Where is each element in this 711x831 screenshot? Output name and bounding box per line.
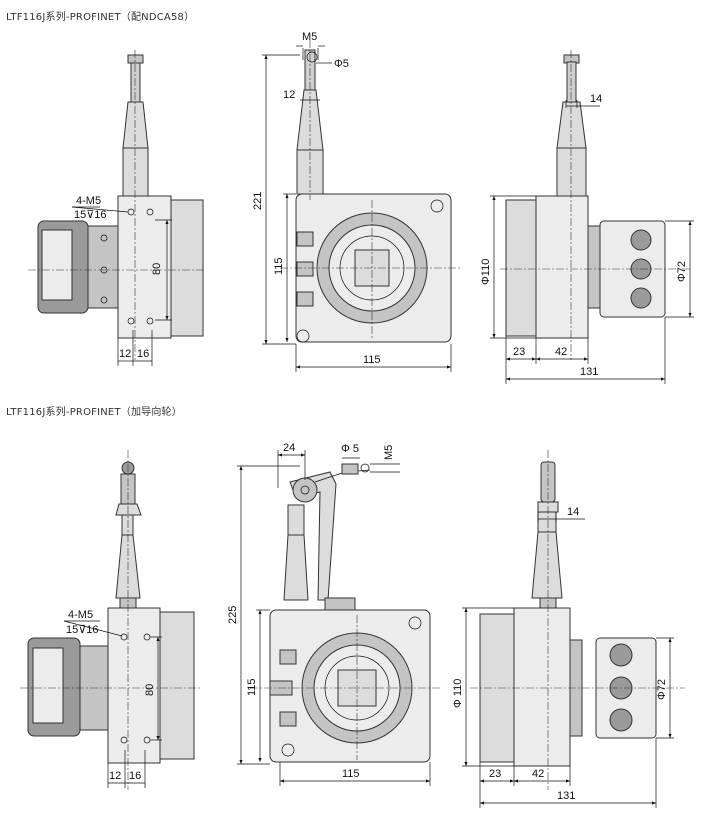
dim-12-front: 12	[283, 89, 295, 101]
dim-phi5-b: Φ 5	[341, 443, 359, 455]
connector-2	[296, 261, 314, 277]
back-drum	[505, 199, 537, 337]
dim-phi72-b: Φ72	[656, 679, 668, 700]
dim-115-vertical: 115	[273, 257, 285, 275]
screw-hole-2	[146, 208, 154, 216]
drum-cover	[170, 199, 204, 337]
dim-115-vertical-b: 115	[246, 678, 258, 696]
section-title-ndca58: LTF116J系列-PROFINET（配NDCA58）	[6, 12, 195, 23]
top-front-view: M5 Φ5 12 221 115 115	[252, 31, 460, 372]
dim-12-b: 12	[109, 770, 121, 782]
dim-221: 221	[252, 192, 264, 210]
bottom-side-view: 4-M5 15⊽16 80 12 16	[20, 450, 200, 790]
dim-115-horizontal: 115	[363, 354, 381, 366]
cable-clamp	[127, 54, 144, 64]
dim-m5: M5	[302, 31, 317, 43]
screw-hole-4	[146, 317, 154, 325]
top-back-view: 14 Φ110 Φ72 23 42 131	[480, 50, 694, 384]
dim-16: 16	[137, 348, 149, 360]
dim-225: 225	[227, 606, 239, 624]
m12-connector-3	[630, 287, 652, 309]
dim-80: 80	[151, 263, 163, 275]
rope-eye	[306, 51, 318, 63]
connector-3	[296, 291, 314, 307]
dim-phi5: Φ5	[334, 58, 349, 70]
bottom-back-view: 14 Φ 110 Φ72 23 42 131	[452, 450, 685, 808]
dim-23: 23	[513, 346, 525, 358]
back-housing	[535, 195, 589, 339]
main-housing	[117, 195, 172, 339]
mount-screw-bl	[296, 329, 310, 343]
screw-hole-3	[127, 317, 135, 325]
dim-phi72: Φ72	[676, 261, 688, 282]
bottom-front-view: 24 Φ 5 M5 225 115 115	[227, 442, 440, 786]
dim-24: 24	[283, 442, 295, 454]
back-housing-b	[513, 607, 571, 767]
cable-tip	[130, 61, 141, 103]
dim-m5-b: M5	[383, 445, 395, 460]
dim-131-b: 131	[557, 790, 575, 802]
dim-80-b: 80	[144, 684, 156, 696]
top-side-view: 4-M5 15⊽16 80 12 16	[28, 50, 205, 366]
guide-pulley	[292, 477, 318, 503]
dim-131: 131	[580, 366, 598, 378]
m12-connector-1	[630, 229, 652, 251]
dim-42-b: 42	[532, 768, 544, 780]
dim-42: 42	[555, 346, 567, 358]
dim-23-b: 23	[489, 768, 501, 780]
rope-end	[341, 463, 359, 475]
section-title-guide-wheel: LTF116J系列-PROFINET（加导向轮）	[6, 407, 182, 418]
dim-phi110-b: Φ 110	[452, 679, 464, 708]
dim-115-horizontal-b: 115	[342, 768, 360, 780]
cable-boot	[122, 101, 149, 149]
hole-callout-b: 4-M5	[68, 609, 93, 621]
dim-12: 12	[119, 348, 131, 360]
thread-callout-b: 15⊽16	[66, 624, 99, 636]
dim-16-b: 16	[129, 770, 141, 782]
thread-callout: 15⊽16	[74, 209, 107, 221]
dim-phi110: Φ110	[480, 259, 492, 285]
connector-1	[296, 231, 314, 247]
dim-14-b: 14	[567, 506, 579, 518]
dim-14: 14	[590, 93, 602, 105]
main-housing-b	[107, 607, 161, 764]
hole-callout: 4-M5	[76, 195, 101, 207]
mount-screw-tr	[430, 199, 444, 213]
cable-sleeve	[122, 147, 149, 197]
encoder-label	[41, 229, 73, 301]
